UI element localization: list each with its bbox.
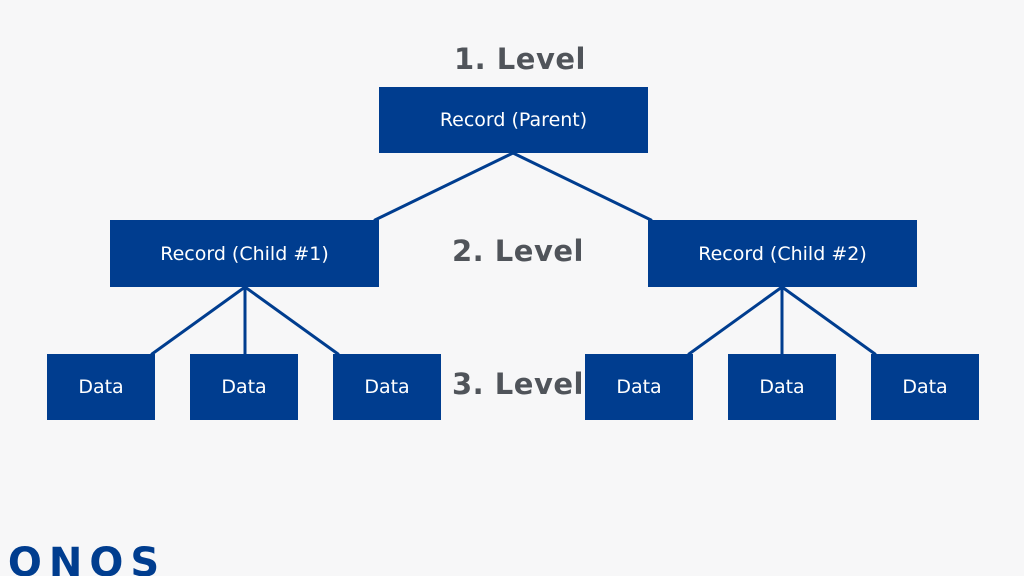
data-box-child1-2: Data: [190, 354, 298, 420]
child-2-record-box: Record (Child #2): [648, 220, 917, 287]
connector-child1-data1: [150, 285, 247, 356]
connector-child2-data1: [687, 285, 784, 356]
data-box-child1-3: Data: [333, 354, 441, 420]
parent-record-box: Record (Parent): [379, 87, 648, 153]
level-2-label: 2. Level: [452, 234, 584, 268]
data-box-child2-3: Data: [871, 354, 979, 420]
connector-child2-data3: [780, 285, 877, 356]
data-box-child2-1: Data: [585, 354, 693, 420]
child-1-record-box: Record (Child #1): [110, 220, 379, 287]
data-box-child2-2: Data: [728, 354, 836, 420]
data-box-child1-1: Data: [47, 354, 155, 420]
level-1-label: 1. Level: [454, 42, 586, 76]
level-3-label: 3. Level: [452, 367, 584, 401]
connector-parent-child2: [511, 151, 653, 222]
ionos-logo: IONOS: [0, 540, 166, 576]
connector-child1-data3: [243, 285, 340, 356]
connector-parent-child1: [373, 151, 515, 222]
logo-text: IONOS: [0, 540, 167, 576]
